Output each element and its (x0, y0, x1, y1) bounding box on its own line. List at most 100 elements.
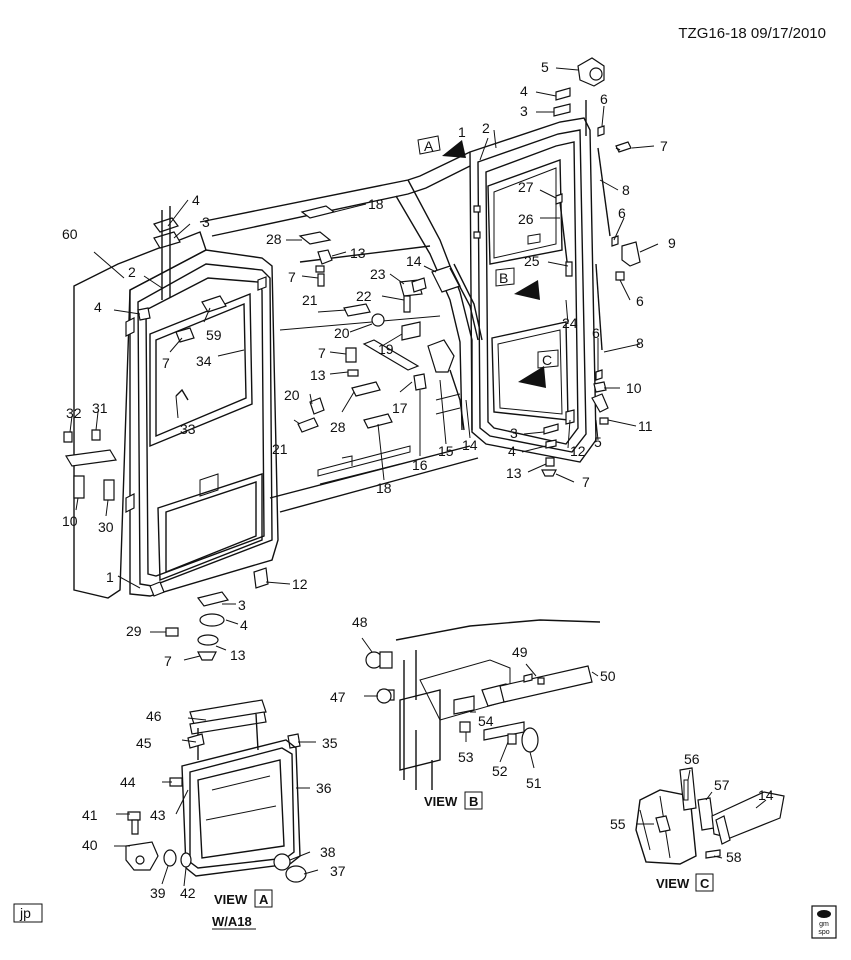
callout-42: 42 (180, 885, 196, 901)
svg-text:gm: gm (819, 921, 829, 928)
left-rear-door (73, 231, 279, 599)
callout-20: 20 (334, 325, 350, 341)
callout-3: 3 (510, 425, 518, 441)
callout-43: 43 (150, 807, 166, 823)
view-b-letter: B (469, 794, 478, 809)
footer: jp gm spo (13, 903, 837, 939)
callout-52: 52 (492, 763, 508, 779)
callout-23: 23 (370, 266, 386, 282)
callout-14: 14 (758, 787, 774, 803)
callout-39: 39 (150, 885, 166, 901)
callout-6: 6 (592, 325, 600, 341)
callout-19: 19 (378, 341, 394, 357)
callout-21: 21 (302, 292, 318, 308)
callout-4: 4 (520, 83, 528, 99)
callout-2: 2 (482, 120, 490, 136)
callout-8: 8 (636, 335, 644, 351)
callout-28: 28 (266, 231, 282, 247)
callout-8: 8 (622, 182, 630, 198)
callout-4: 4 (94, 299, 102, 315)
arrow-label-b: B (499, 270, 508, 286)
callout-58: 58 (726, 849, 742, 865)
view-a-caption: VIEW (214, 892, 248, 907)
callout-45: 45 (136, 735, 152, 751)
view-b-handle-detail (365, 619, 601, 790)
callout-2: 2 (128, 264, 136, 280)
callout-37: 37 (330, 863, 346, 879)
callout-27: 27 (518, 179, 534, 195)
callout-22: 22 (356, 288, 372, 304)
callout-34: 34 (196, 353, 212, 369)
callout-41: 41 (82, 807, 98, 823)
callout-3: 3 (520, 103, 528, 119)
callout-50: 50 (600, 668, 616, 684)
callout-13: 13 (310, 367, 326, 383)
callout-10: 10 (62, 513, 78, 529)
callout-36: 36 (316, 780, 332, 796)
callout-4: 4 (240, 617, 248, 633)
callout-35: 35 (322, 735, 338, 751)
callout-7: 7 (288, 269, 296, 285)
callout-26: 26 (518, 211, 534, 227)
callout-30: 30 (98, 519, 114, 535)
wa18-caption: W/A18 (212, 914, 252, 929)
callout-14: 14 (406, 253, 422, 269)
callout-7: 7 (318, 345, 326, 361)
callout-17: 17 (392, 400, 408, 416)
callout-32: 32 (66, 405, 82, 421)
right-rear-door (469, 100, 597, 463)
left-door-hardware (63, 206, 269, 661)
callout-11: 11 (638, 418, 653, 434)
callout-59: 59 (206, 327, 222, 343)
callout-labels: 5 4 3 6 7 1 2 8 27 26 6 9 25 6 24 6 8 10… (62, 59, 774, 901)
callout-24: 24 (562, 315, 578, 331)
callout-40: 40 (82, 837, 98, 853)
callout-21: 21 (272, 441, 288, 457)
center-hardware (297, 205, 483, 433)
callout-7: 7 (660, 138, 668, 154)
callout-4: 4 (192, 192, 200, 208)
callout-1: 1 (106, 569, 114, 585)
callout-49: 49 (512, 644, 528, 660)
callout-47: 47 (330, 689, 346, 705)
svg-text:spo: spo (818, 929, 829, 936)
callout-56: 56 (684, 751, 700, 767)
callout-15: 15 (438, 443, 454, 459)
callout-3: 3 (238, 597, 246, 613)
callout-7: 7 (164, 653, 172, 669)
callout-25: 25 (524, 253, 540, 269)
callout-9: 9 (668, 235, 676, 251)
callout-60: 60 (62, 226, 78, 242)
callout-13: 13 (350, 245, 366, 261)
callout-16: 16 (412, 457, 428, 473)
view-captions: VIEW A W/A18 VIEW B VIEW C (212, 791, 714, 930)
callout-48: 48 (352, 614, 368, 630)
view-arrows: A B C (417, 135, 559, 388)
callout-18: 18 (376, 480, 392, 496)
callout-6: 6 (636, 293, 644, 309)
view-a-letter: A (259, 892, 269, 907)
view-c-hinge-detail (635, 767, 785, 865)
jp-label: jp (19, 905, 31, 921)
callout-7: 7 (162, 355, 170, 371)
callout-31: 31 (92, 400, 108, 416)
callout-28: 28 (330, 419, 346, 435)
leader-lines (69, 67, 767, 887)
callout-29: 29 (126, 623, 142, 639)
callout-6: 6 (618, 205, 626, 221)
callout-38: 38 (320, 844, 336, 860)
callout-55: 55 (610, 816, 626, 832)
callout-12: 12 (570, 443, 586, 459)
callout-5: 5 (594, 434, 602, 450)
view-a-window-detail (125, 699, 307, 883)
view-c-caption: VIEW (656, 876, 690, 891)
callout-7: 7 (582, 474, 590, 490)
callout-10: 10 (626, 380, 642, 396)
callout-51: 51 (526, 775, 542, 791)
callout-57: 57 (714, 777, 730, 793)
callout-4: 4 (508, 443, 516, 459)
callout-33: 33 (180, 421, 196, 437)
right-door-hardware (541, 57, 641, 477)
arrow-label-a: A (424, 138, 434, 154)
